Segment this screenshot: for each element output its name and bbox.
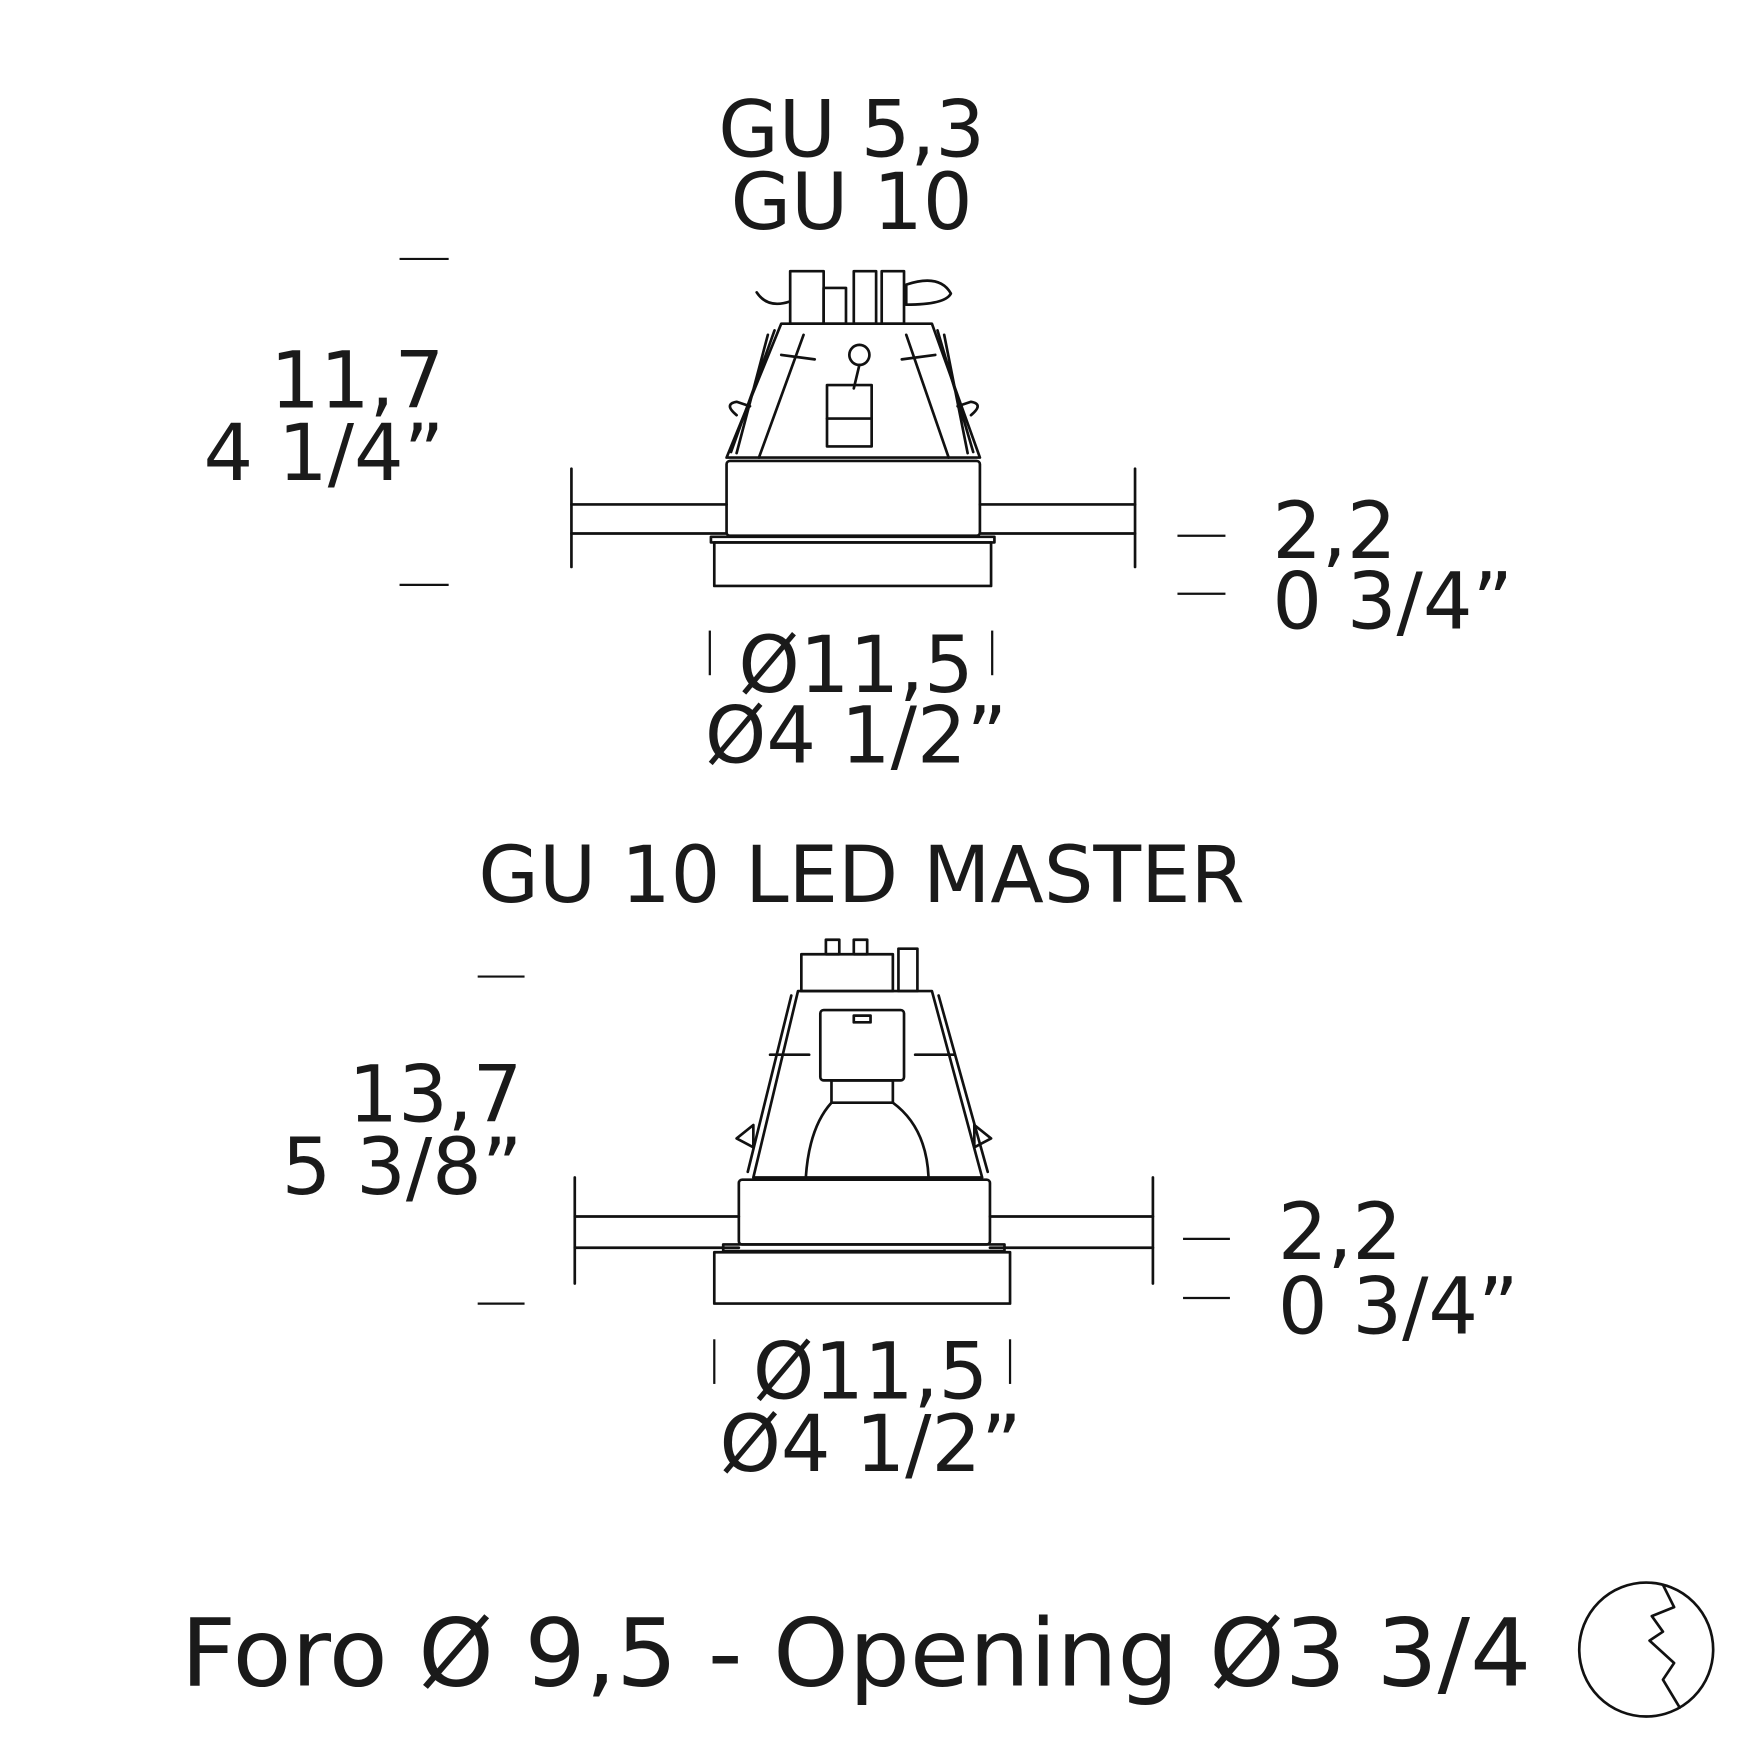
bottom-height-cm: 13,7 <box>348 1050 522 1141</box>
top-title-line2: GU 10 <box>731 157 973 248</box>
top-title-line1: GU 5,3 <box>718 84 985 175</box>
top-flange-cm: 2,2 <box>1272 486 1396 577</box>
bottom-diameter-cm: Ø11,5 <box>753 1326 988 1417</box>
top-flange-in: 0 3/4” <box>1272 556 1513 647</box>
ceiling-cutout-icon <box>1577 1581 1715 1718</box>
opening-size-label: Foro Ø 9,5 - Opening Ø3 3/4 <box>181 1599 1531 1708</box>
bottom-fixture: GU 10 LED MASTER 13,7 5 3/8” 2,2 0 3/4” … <box>282 830 1519 1490</box>
top-fixture-drawing <box>570 269 1137 588</box>
footer: Foro Ø 9,5 - Opening Ø3 3/4 <box>181 1581 1715 1718</box>
bottom-fixture-drawing <box>573 938 1155 1305</box>
top-fixture: GU 5,3 GU 10 11,7 4 1/4” 2,2 0 3/4” Ø11,… <box>203 84 1513 781</box>
bottom-diameter-in: Ø4 1/2” <box>719 1399 1021 1490</box>
bottom-title: GU 10 LED MASTER <box>478 830 1244 921</box>
bottom-flange-cm: 2,2 <box>1278 1187 1402 1278</box>
top-diameter-cm: Ø11,5 <box>738 620 973 711</box>
top-height-cm: 11,7 <box>270 335 444 426</box>
top-height-in: 4 1/4” <box>203 408 444 499</box>
bottom-height-in: 5 3/8” <box>282 1122 523 1213</box>
top-diameter-in: Ø4 1/2” <box>705 690 1007 781</box>
bottom-flange-in: 0 3/4” <box>1278 1262 1519 1353</box>
